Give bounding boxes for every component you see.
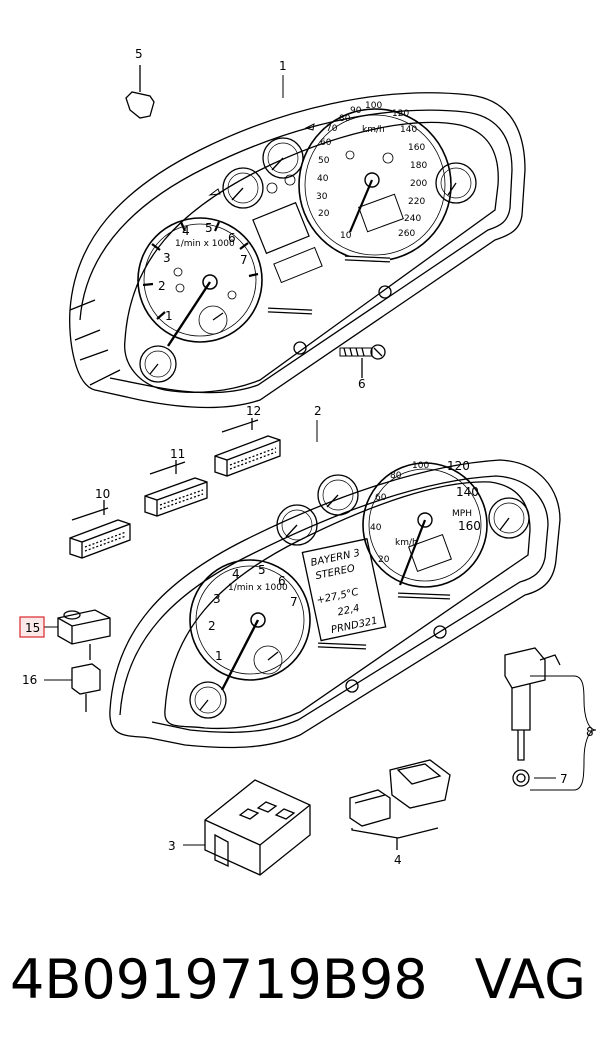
- speed-unit-label: km/h: [362, 125, 385, 135]
- speed2-tick-140: 140: [456, 485, 479, 499]
- callout-5: 5: [135, 47, 143, 61]
- speed-tick-180: 180: [410, 161, 427, 171]
- rpm-tick-2: 2: [158, 279, 166, 293]
- screw-6: [339, 344, 386, 378]
- speed-tick-200: 200: [410, 179, 427, 189]
- brand-label: VAG: [474, 948, 586, 1011]
- rpm-tick-5: 5: [205, 221, 213, 235]
- part-number-footer: 4B0919719B98 VAG: [0, 935, 600, 1025]
- rpm-tick-6: 6: [228, 231, 236, 245]
- rpm2-tick-6: 6: [278, 574, 286, 588]
- speed-tick-120: 120: [392, 109, 409, 119]
- connector-12: [214, 418, 281, 477]
- sensor-8: [504, 647, 561, 787]
- speed-tick-240: 240: [404, 214, 421, 224]
- speed-tick-20: 20: [318, 209, 330, 219]
- rpm2-tick-7: 7: [290, 595, 298, 609]
- rpm2-tick-3: 3: [213, 592, 221, 606]
- rpm2-tick-5: 5: [258, 563, 266, 577]
- speed2-tick-160: 160: [458, 519, 481, 533]
- callout-6: 6: [358, 377, 366, 391]
- speed2-tick-20: 20: [378, 555, 390, 565]
- callout-4: 4: [394, 853, 402, 867]
- callout-12: 12: [246, 404, 261, 418]
- rpm-tick-1: 1: [165, 309, 173, 323]
- speed-tick-140: 140: [400, 125, 417, 135]
- rpm2-unit-label: 1/min x 1000: [228, 583, 288, 593]
- callout-7: 7: [560, 772, 568, 786]
- callout-11: 11: [170, 447, 185, 461]
- control-unit-3: [204, 779, 311, 876]
- callout-10: 10: [95, 487, 110, 501]
- speed-tick-50: 50: [318, 156, 330, 166]
- callout-3: 3: [168, 839, 176, 853]
- speed-tick-220: 220: [408, 197, 425, 207]
- highlight-box-15: [19, 616, 45, 638]
- speed-tick-10: 10: [340, 231, 352, 241]
- mph-label: MPH: [452, 509, 472, 519]
- rpm-tick-7: 7: [240, 253, 248, 267]
- rpm2-tick-1: 1: [215, 649, 223, 663]
- callout-15: 15: [25, 621, 40, 635]
- speed2-unit-label: km/h: [395, 538, 418, 548]
- speed-tick-260: 260: [398, 229, 415, 239]
- speed2-tick-80: 80: [390, 471, 402, 481]
- rpm-tick-4: 4: [182, 224, 190, 238]
- rpm2-tick-4: 4: [232, 567, 240, 581]
- callout-1: 1: [279, 59, 287, 73]
- connector-11: [144, 460, 208, 517]
- bulb-16: [71, 663, 101, 712]
- display-odometer: 22,4: [337, 603, 361, 618]
- callout-8: 8: [586, 725, 594, 739]
- instrument-cluster-2: 1 2 3 4 5 6 7 1/min x 1000: [109, 459, 561, 749]
- callout-2: 2: [314, 404, 322, 418]
- speed2-tick-40: 40: [370, 523, 382, 533]
- rpm-tick-3: 3: [163, 251, 171, 265]
- speed2-tick-100: 100: [412, 461, 429, 471]
- exploded-parts-diagram: 1 2 3 4 5 6 7 1/min x 1000: [19, 47, 597, 876]
- speed-tick-160: 160: [408, 143, 425, 153]
- speed-tick-60: 60: [320, 138, 332, 148]
- speed2-tick-60: 60: [375, 493, 387, 503]
- part-number: 4B0919719B98: [10, 948, 428, 1011]
- speed-tick-70: 70: [326, 124, 338, 134]
- rpm-unit-label: 1/min x 1000: [175, 239, 235, 249]
- bulb-holder-5: [125, 65, 155, 119]
- speed-tick-100: 100: [365, 101, 382, 111]
- rpm2-tick-2: 2: [208, 619, 216, 633]
- speed-tick-90: 90: [350, 106, 362, 116]
- speed2-tick-120: 120: [447, 459, 470, 473]
- speed-tick-80: 80: [339, 114, 351, 124]
- speed-tick-40: 40: [317, 174, 329, 184]
- callout-16: 16: [22, 673, 37, 687]
- connector-10: [69, 500, 131, 559]
- instrument-cluster-1: 1 2 3 4 5 6 7 1/min x 1000: [69, 92, 526, 409]
- switch-15: [57, 609, 111, 660]
- connector-set-4: [349, 759, 451, 850]
- speed-tick-30: 30: [316, 192, 328, 202]
